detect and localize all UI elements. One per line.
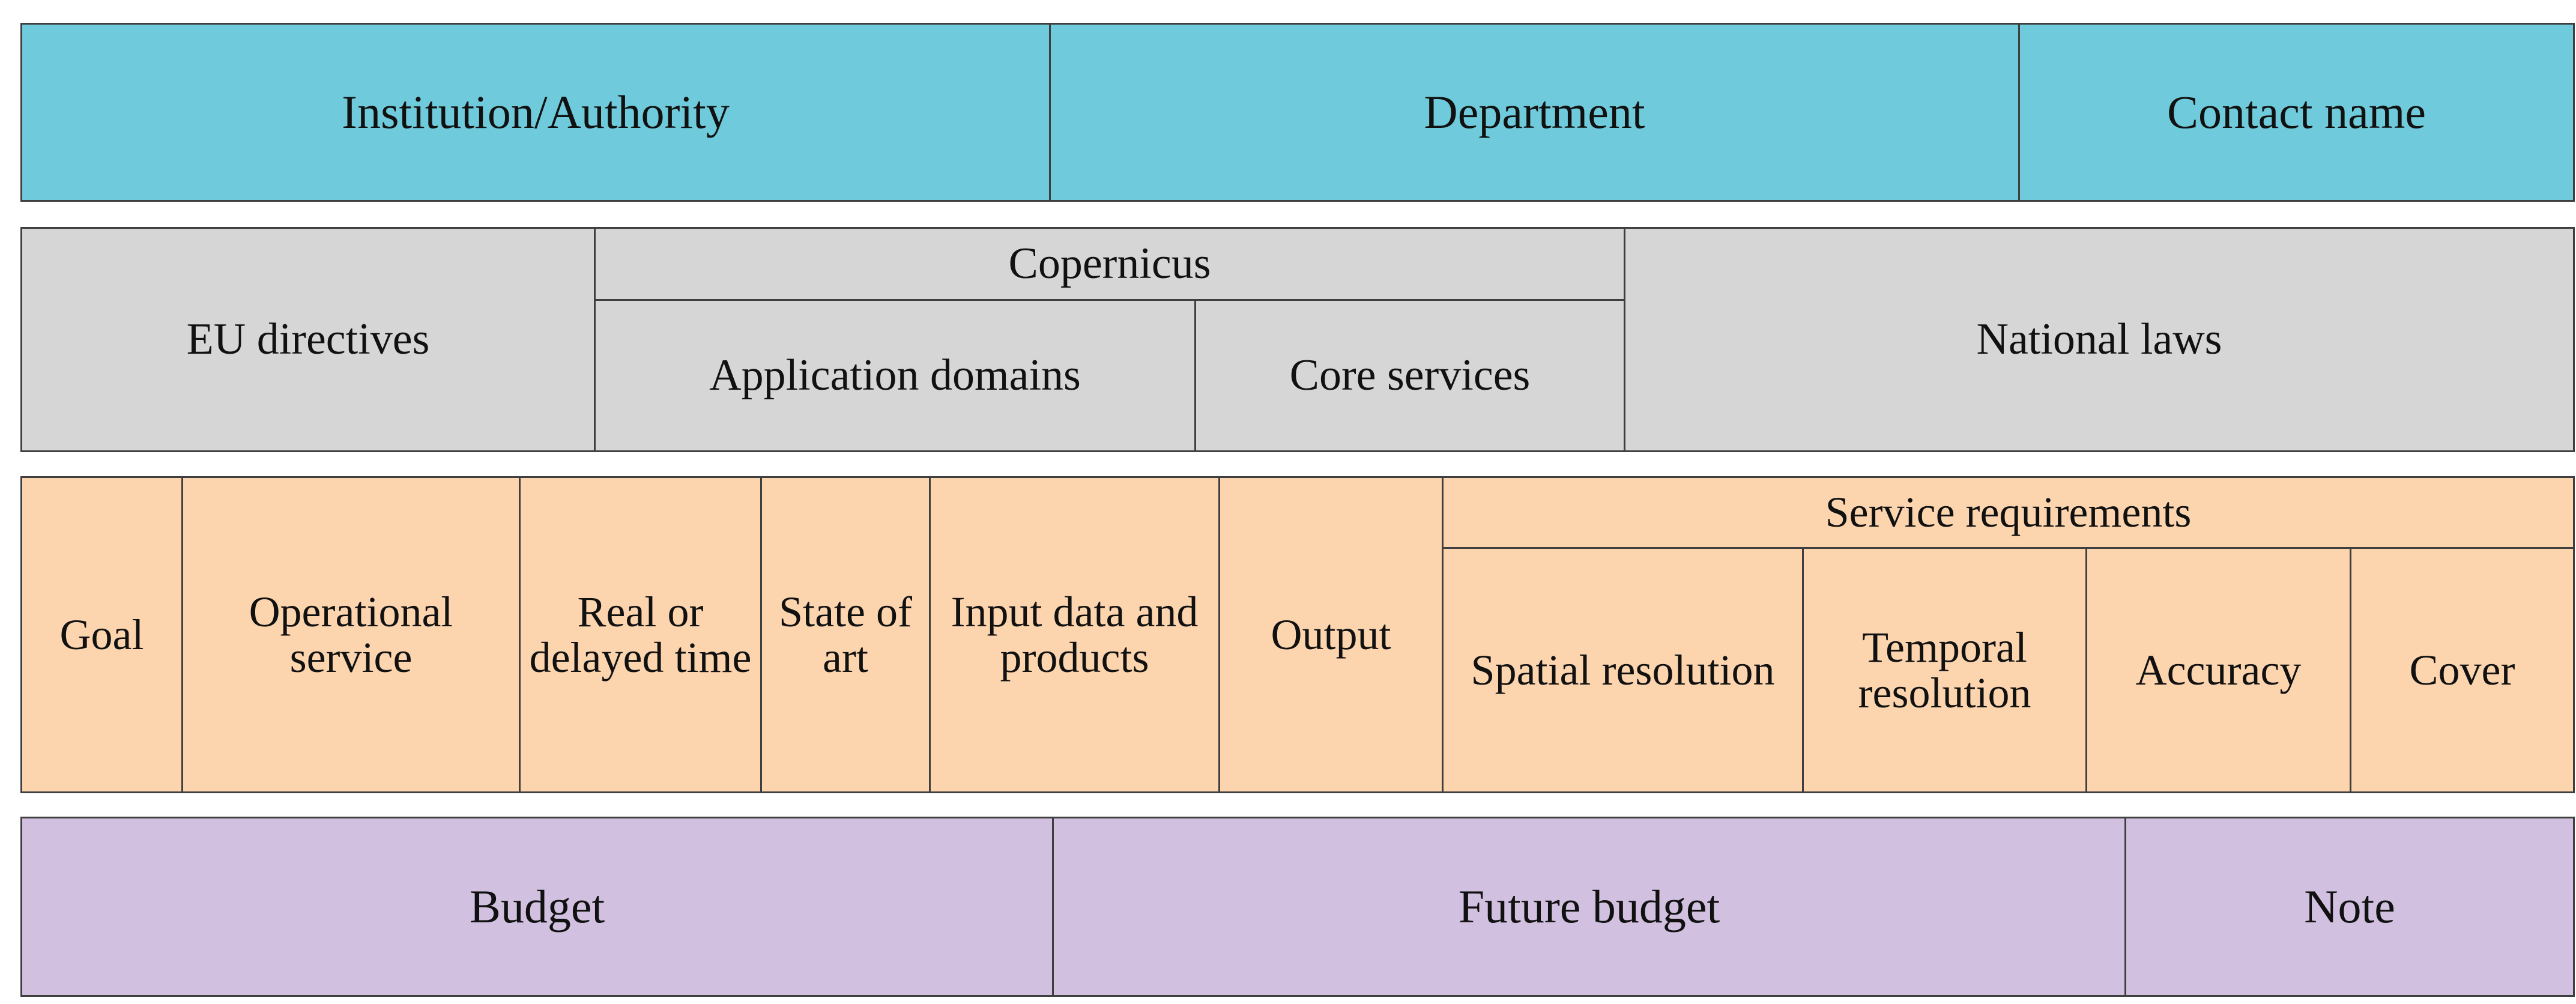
header-note[interactable]: Note [2304, 880, 2395, 933]
header-goal[interactable]: Goal [22, 478, 183, 791]
header-eu-directives[interactable]: EU directives [22, 229, 596, 450]
header-real-or-delayed-time[interactable]: Real or delayed time [521, 478, 762, 791]
header-copernicus[interactable]: Copernicus [596, 229, 1624, 301]
service-band: Goal Operational service Real or delayed… [20, 476, 2575, 793]
header-group-copernicus: Copernicus Application domains Core serv… [596, 229, 1625, 450]
header-budget[interactable]: Budget [22, 818, 1054, 995]
header-core-services[interactable]: Core services [1289, 351, 1531, 401]
header-operational-service[interactable]: Operational service [183, 478, 521, 791]
header-future-budget[interactable]: Future budget [1054, 818, 2126, 995]
legislation-band: EU directives Copernicus Application dom… [20, 227, 2575, 452]
header-state-of-art[interactable]: State of art [762, 478, 931, 791]
header-accuracy[interactable]: Accuracy [2087, 549, 2351, 791]
budget-band: Budget Future budget Note [20, 817, 2575, 997]
header-institution-authority[interactable]: Institution/Authority [22, 25, 1051, 200]
header-application-domains[interactable]: Application domains [596, 301, 1196, 450]
header-contact-name[interactable]: Contact name [2166, 85, 2426, 138]
service-requirements-subheaders: Spatial resolution Temporal resolution A… [1444, 549, 2573, 791]
header-cover[interactable]: Cover [2409, 646, 2515, 694]
contacts-band: Institution/Authority Department Contact… [20, 23, 2575, 202]
header-spatial-resolution[interactable]: Spatial resolution [1444, 549, 1804, 791]
header-department[interactable]: Department [1051, 25, 2020, 200]
header-input-data-and-products[interactable]: Input data and products [931, 478, 1220, 791]
header-service-requirements[interactable]: Service requirements [1444, 478, 2573, 549]
header-national-laws[interactable]: National laws [1976, 315, 2222, 364]
header-temporal-resolution[interactable]: Temporal resolution [1804, 549, 2087, 791]
header-group-service-requirements: Service requirements Spatial resolution … [1444, 478, 2573, 791]
header-output[interactable]: Output [1220, 478, 1444, 791]
copernicus-subheaders: Application domains Core services [596, 301, 1624, 450]
